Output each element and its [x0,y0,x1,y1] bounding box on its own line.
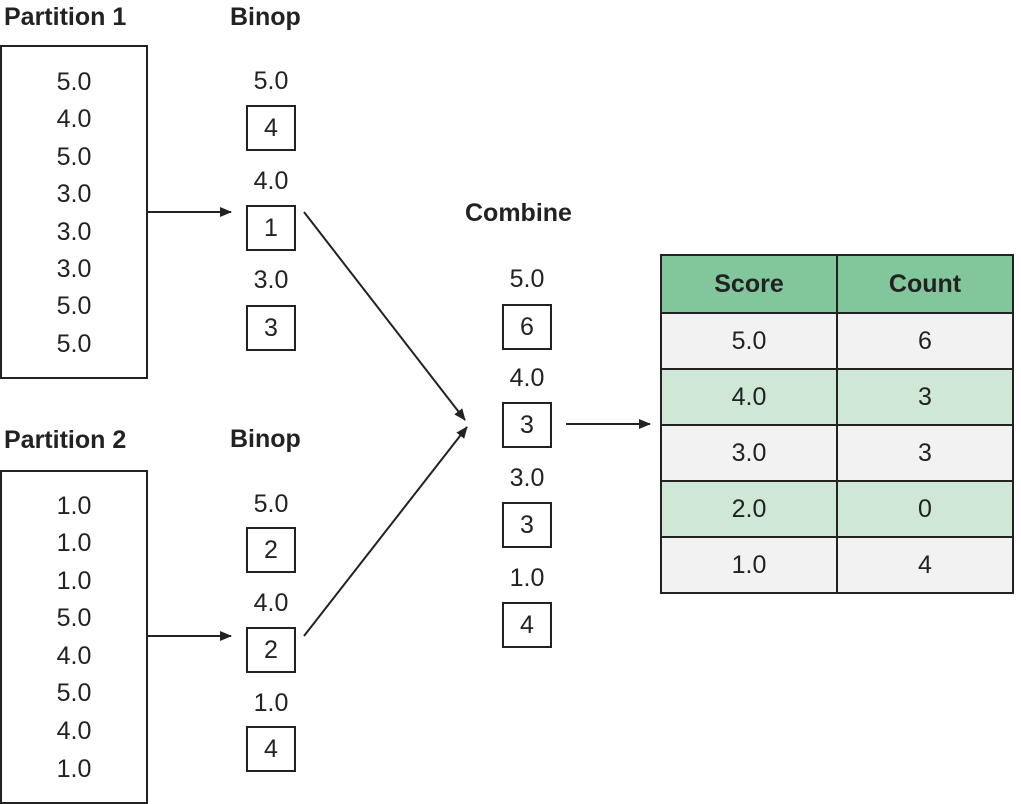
binop-2-key: 4.0 [253,589,289,617]
partition-2-value: 1.0 [56,492,92,520]
count-cell: 3 [836,368,1014,426]
score-cell: 4.0 [660,368,838,426]
binop-1-title: Binop [230,3,301,31]
partition-1-value: 5.0 [56,68,92,96]
partition-2-box: 1.0 1.0 1.0 5.0 4.0 5.0 4.0 1.0 [0,470,148,804]
score-cell: 5.0 [660,312,838,370]
combine-key: 4.0 [509,364,545,392]
binop-2-count-box: 2 [246,527,296,573]
combine-key: 3.0 [509,464,545,492]
partition-2-title: Partition 2 [4,426,127,454]
table-row: 4.0 3 [660,368,1014,426]
result-table: Score Count 5.0 6 4.0 3 3.0 3 2.0 0 1.0 … [660,254,1014,594]
partition-1-value: 3.0 [56,180,92,208]
partition-1-box: 5.0 4.0 5.0 3.0 3.0 3.0 5.0 5.0 [0,45,148,379]
partition-1-value: 5.0 [56,330,92,358]
binop-1-key: 3.0 [253,266,289,294]
count-cell: 6 [836,312,1014,370]
partition-2-value: 4.0 [56,642,92,670]
partition-1-value: 3.0 [56,255,92,283]
partition-2-value: 5.0 [56,604,92,632]
partition-1-value: 5.0 [56,292,92,320]
table-row: 3.0 3 [660,424,1014,482]
header-count: Count [836,254,1014,314]
count-cell: 0 [836,480,1014,538]
combine-count-box: 3 [502,402,552,448]
arrow-binop2-to-combine [303,426,468,637]
binop-2-title: Binop [230,425,301,453]
table-row: 2.0 0 [660,480,1014,538]
combine-count-box: 4 [502,602,552,648]
binop-1-count-box: 3 [246,305,296,351]
arrow-binop1-to-combine [303,211,466,421]
count-cell: 4 [836,536,1014,594]
score-cell: 1.0 [660,536,838,594]
partition-2-value: 1.0 [56,529,92,557]
combine-count-box: 6 [502,304,552,350]
binop-1-key: 5.0 [253,67,289,95]
table-row: 5.0 6 [660,312,1014,370]
binop-1-count-box: 1 [246,205,296,251]
table-row: 1.0 4 [660,536,1014,594]
partition-1-title: Partition 1 [4,3,127,31]
binop-2-count-box: 2 [246,627,296,673]
partition-1-value: 4.0 [56,105,92,133]
partition-1-value: 5.0 [56,143,92,171]
binop-1-key: 4.0 [253,167,289,195]
binop-1-count-box: 4 [246,105,296,151]
partition-2-value: 1.0 [56,755,92,783]
partition-2-value: 4.0 [56,717,92,745]
score-cell: 2.0 [660,480,838,538]
binop-2-key: 1.0 [253,689,289,717]
combine-key: 1.0 [509,564,545,592]
count-cell: 3 [836,424,1014,482]
partition-2-value: 1.0 [56,567,92,595]
partition-1-value: 3.0 [56,218,92,246]
combine-title: Combine [465,199,572,227]
partition-2-value: 5.0 [56,679,92,707]
binop-2-count-box: 4 [246,726,296,772]
score-cell: 3.0 [660,424,838,482]
combine-key: 5.0 [509,265,545,293]
header-score: Score [660,254,838,314]
table-header-row: Score Count [660,254,1014,314]
binop-2-key: 5.0 [253,490,289,518]
combine-count-box: 3 [502,502,552,548]
